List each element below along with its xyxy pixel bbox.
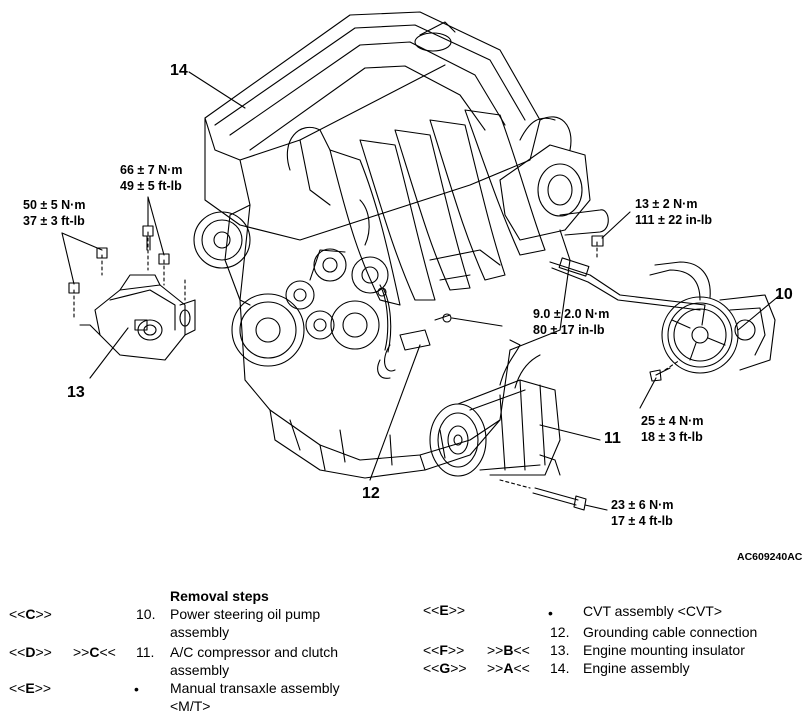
callout-11: 11 (604, 430, 621, 447)
engine-assembly-drawing (193, 11, 609, 479)
step-code-secondary: >>B<< (487, 642, 530, 658)
step-number: 14. (550, 660, 570, 676)
torque-metric: 13 ± 2 N·m (635, 197, 698, 211)
callout-14: 14 (170, 62, 188, 79)
torque-mount-side-bolts: 50 ± 5 N·m 37 ± 3 ft-lb (23, 197, 85, 229)
step-text: Manual transaxle assembly (170, 680, 340, 696)
step-text: Power steering oil pump (170, 606, 321, 622)
step-text: A/C compressor and clutch (170, 644, 339, 660)
step-text-cont: assembly (170, 624, 230, 640)
step-code-secondary: >>C<< (73, 644, 116, 660)
torque-imperial: 49 ± 5 ft-lb (120, 179, 182, 193)
steps-heading: Removal steps (170, 588, 269, 604)
torque-ac-bolt: 23 ± 6 N·m 17 ± 4 ft-lb (611, 497, 673, 529)
exploded-view-figure: 14 13 12 11 10 50 ± 5 N·m 37 ± 3 ft-lb 6… (23, 11, 803, 563)
step-number: 13. (550, 642, 570, 658)
torque-ps-hose-bolt: 13 ± 2 N·m 111 ± 22 in-lb (635, 196, 712, 228)
torque-metric: 66 ± 7 N·m (120, 163, 183, 177)
step-code-primary: <<C>> (9, 606, 52, 622)
step-code-primary: <<D>> (9, 644, 52, 660)
power-steering-pump-drawing (549, 235, 776, 382)
step-code-primary: <<F>> (423, 642, 465, 658)
torque-metric: 50 ± 5 N·m (23, 198, 86, 212)
step-text: CVT assembly <CVT> (583, 603, 723, 619)
engine-mount-drawing (68, 225, 196, 361)
torque-mount-top-bolts: 66 ± 7 N·m 49 ± 5 ft-lb (120, 162, 182, 194)
step-code-primary: <<E>> (9, 680, 52, 696)
torque-imperial: 111 ± 22 in-lb (635, 213, 713, 227)
torque-imperial: 17 ± 4 ft-lb (611, 514, 673, 528)
step-number: 11. (136, 644, 155, 660)
step-text: Grounding cable connection (583, 624, 758, 640)
engine-illustration (61, 11, 781, 511)
step-bullet: • (548, 605, 553, 621)
step-text: Engine assembly (583, 660, 690, 676)
step-code-secondary: >>A<< (487, 660, 530, 676)
step-text-cont: assembly (170, 662, 230, 678)
step-code-primary: <<G>> (423, 660, 467, 676)
figure-code: AC609240AC (737, 551, 803, 563)
torque-imperial: 18 ± 3 ft-lb (641, 430, 703, 444)
step-number: 12. (550, 624, 570, 640)
torque-metric: 9.0 ± 2.0 N·m (533, 307, 610, 321)
callout-13: 13 (67, 384, 85, 401)
torque-ground-bolt: 9.0 ± 2.0 N·m 80 ± 17 in-lb (533, 306, 609, 338)
ac-compressor-drawing (429, 339, 587, 511)
torque-imperial: 80 ± 17 in-lb (533, 323, 605, 337)
step-code-primary: <<E>> (423, 602, 466, 618)
step-bullet: • (134, 681, 139, 697)
leader-lines (61, 71, 781, 511)
torque-imperial: 37 ± 3 ft-lb (23, 214, 85, 228)
step-text: Engine mounting insulator (583, 642, 745, 658)
torque-ps-pump-bolt: 25 ± 4 N·m 18 ± 3 ft-lb (641, 413, 703, 445)
step-text-cont: <M/T> (170, 698, 211, 714)
callout-10: 10 (775, 286, 793, 303)
torque-metric: 23 ± 6 N·m (611, 498, 674, 512)
step-number: 10. (136, 606, 156, 622)
callout-12: 12 (362, 485, 380, 502)
torque-metric: 25 ± 4 N·m (641, 414, 704, 428)
